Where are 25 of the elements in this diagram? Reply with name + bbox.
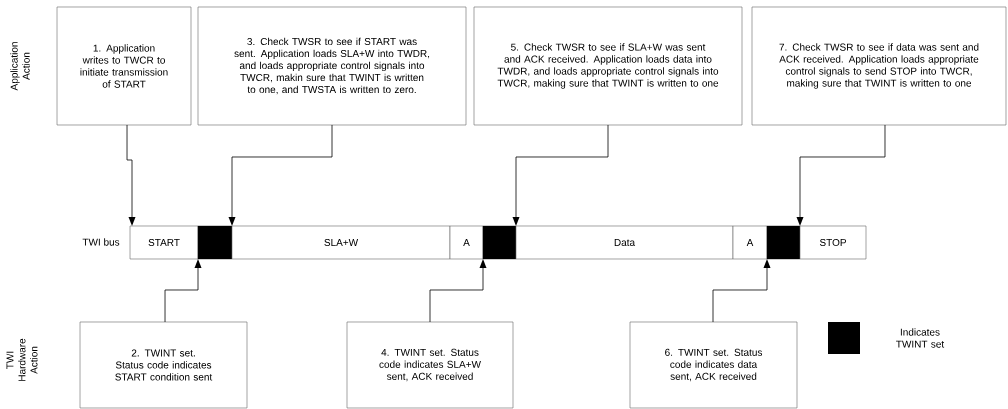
application-action-box: 5. Check TWSR to see if SLA+W was sent and ACK received. Application loads data into TWDR, and loads appropriate control signals into TWCR, making sure that TWINT is written to one xyxy=(473,6,743,126)
arrow xyxy=(429,259,487,323)
bus-segment: A xyxy=(732,225,768,260)
twint-marker xyxy=(482,225,517,260)
legend-text: Indicates TWINT set xyxy=(896,328,945,348)
arrow xyxy=(228,124,333,226)
twint-marker xyxy=(197,225,233,260)
hardware-action-box: 6. TWINT set. Status code indicates data sent, ACK received xyxy=(629,321,798,409)
hardware-action-box: 2. TWINT set. Status code indicates START condition sent xyxy=(79,321,248,409)
bus-segment: STOP xyxy=(799,225,867,260)
application-action-box: 1. Application writes to TWCR to initiate transmission of START xyxy=(56,6,192,126)
arrow xyxy=(512,124,609,226)
bus-segment: A xyxy=(449,225,484,260)
lane-label: TWI Hardware Action xyxy=(6,338,38,381)
arrow xyxy=(796,124,886,226)
arrow xyxy=(126,124,136,226)
application-action-box: 7. Check TWSR to see if data was sent and ACK received. Application loads appropriate control signals to send STOP into TWCR, making sure that TWINT is written to one xyxy=(751,6,1007,126)
lane-label: Application Action xyxy=(10,42,30,91)
bus-label: TWI bus xyxy=(82,238,120,246)
hardware-action-box: 4. TWINT set. Status code indicates SLA+W sent, ACK received xyxy=(346,321,514,409)
arrow xyxy=(712,259,771,323)
application-action-box: 3. Check TWSR to see if START was sent. Application loads SLA+W into TWDR, and loads appropriate control signals into TWCR, makin sure that TWINT is written to one, and TWSTA is written to zero. xyxy=(197,6,467,126)
arrow xyxy=(164,259,202,323)
bus-segment: START xyxy=(129,225,199,260)
twint-marker xyxy=(766,225,801,260)
